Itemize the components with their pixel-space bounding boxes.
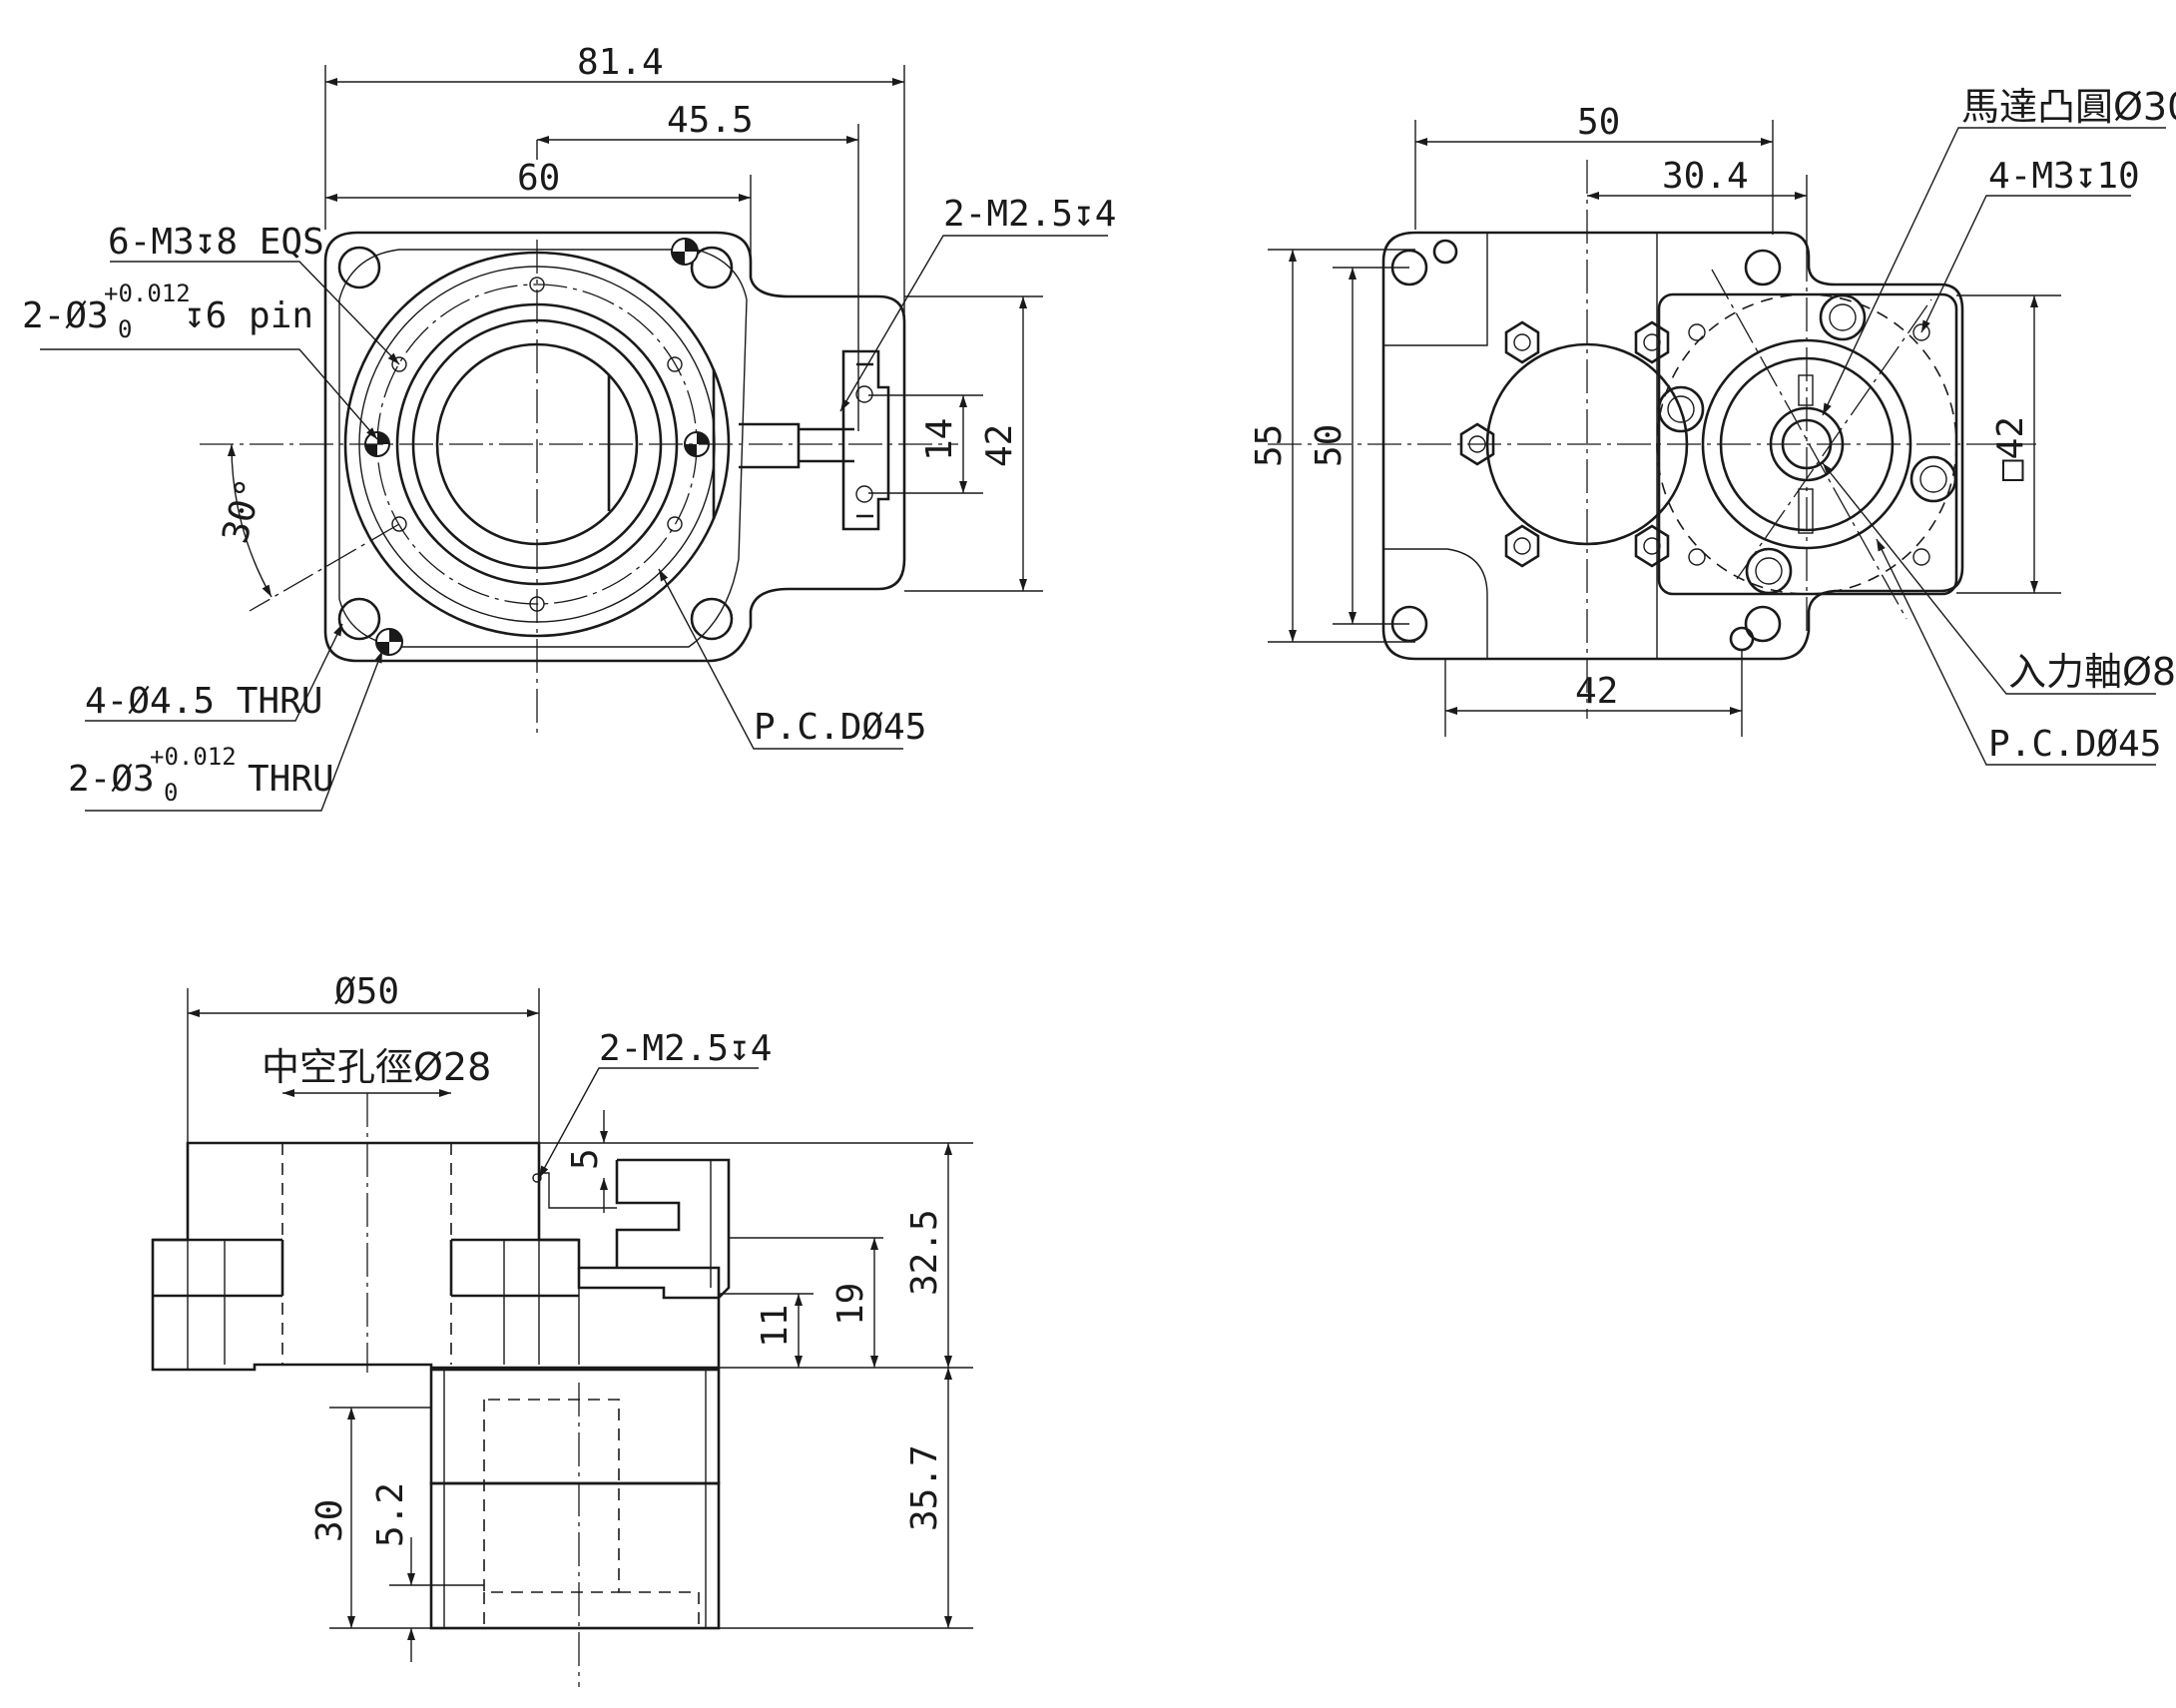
side-dia50-label: Ø50: [334, 971, 399, 1012]
pin-tol-lower: 0: [118, 315, 132, 343]
angle-30-line: [249, 523, 400, 612]
pin-thru-tol-upper: +0.012: [150, 743, 237, 771]
side-view: Ø50 中空孔徑Ø28 2-M2.5↧4 5 32.5 19 11 35.7 3…: [151, 971, 973, 1687]
rear-dim-42-label: 42: [1575, 671, 1618, 712]
side-tap-hole-bottom: [855, 485, 873, 503]
leader-motor-spigot: [1822, 127, 2166, 416]
thru-hole-label: 4-Ø4.5 THRU: [85, 681, 322, 722]
rear-dim-50-v-label: 50: [1309, 424, 1350, 467]
pin-suffix: ↧6 pin: [184, 295, 313, 336]
leader-thru-hole: [85, 623, 343, 722]
side-motor-body-upper: [429, 1368, 721, 1485]
dim-14-label: 14: [919, 418, 960, 461]
angle-label: 30°: [215, 474, 271, 547]
input-shaft-label: 入力軸Ø8: [2008, 650, 2176, 694]
side-hollow-label: 中空孔徑Ø28: [262, 1045, 491, 1089]
rear-hole-br-small: [1729, 626, 1755, 652]
side-dim-19-label: 19: [830, 1283, 871, 1326]
rear-dim-55-label: 55: [1249, 424, 1290, 467]
side-tap-hole-top: [855, 385, 873, 403]
rear-pcd-label: P.C.DØ45: [1988, 724, 2161, 765]
pin-mark-bl: [375, 628, 403, 656]
leader-pin: [40, 348, 378, 440]
motor-tap-label: 4-M3↧10: [1988, 156, 2140, 197]
pin-thru-suffix: THRU: [248, 759, 334, 800]
rear-pocket-top: [1383, 233, 1488, 346]
side-dim-32-5-label: 32.5: [904, 1209, 945, 1296]
angle-arc: [227, 443, 272, 598]
tap-hole-2: [667, 356, 683, 372]
thru-hole-tr: [690, 246, 734, 289]
pin-thru-prefix: 2-Ø3: [68, 759, 155, 800]
thru-hole-tl: [337, 246, 381, 289]
rear-hole-br: [1744, 605, 1782, 643]
pin-thru-callout: 2-Ø3 +0.012 0 THRU: [68, 743, 334, 807]
pin-tol-upper: +0.012: [104, 280, 191, 307]
rear-dim-sq42-label: □42: [1990, 416, 2031, 481]
front-housing-outline: [323, 231, 906, 663]
side-dim-35-7-label: 35.7: [904, 1444, 945, 1531]
side-tap-bracket: [539, 1172, 617, 1209]
shaft-key-bottom: [1798, 488, 1814, 534]
tap-hole-5: [391, 516, 407, 532]
front-inner-outline: [338, 249, 748, 648]
thru-hole-br: [690, 597, 734, 641]
rear-diag-2: [1736, 298, 1932, 580]
leader-motor-tap: [1920, 195, 2131, 333]
leader-side-tap: [839, 235, 1108, 412]
side-dim-30-label: 30: [309, 1499, 350, 1542]
dim-81-4-label: 81.4: [577, 42, 664, 83]
leader-pcd: [658, 568, 903, 750]
tapped-bolt-label: 6-M3↧8 EQS: [108, 222, 324, 263]
front-view: 30° 81.4 45.5 60 42 14 6-M3↧8 EQS 2-Ø3 +…: [22, 42, 1116, 812]
rear-housing-outline: [1381, 231, 1964, 661]
rear-pocket-bottom: [1383, 548, 1488, 659]
side-dim-5-label: 5: [565, 1148, 606, 1170]
motor-spigot-label: 馬達凸圓Ø30: [1961, 85, 2176, 129]
side-upper-body: [151, 1141, 721, 1372]
pin-mark-tr: [671, 238, 699, 266]
hidden-shaft-pocket: [483, 1399, 620, 1593]
tap-hole-3: [667, 516, 683, 532]
pcd-label: P.C.DØ45: [754, 707, 926, 748]
dim-45-5-label: 45.5: [667, 100, 754, 141]
rear-diag-1: [1711, 269, 1907, 620]
side-motor-body-lower: [429, 1481, 721, 1630]
thru-hole-bl: [337, 597, 381, 641]
dim-60-label: 60: [517, 158, 560, 199]
side-dim-5-2-label: 5.2: [370, 1482, 411, 1547]
side-tap-mark: [532, 1173, 542, 1183]
side-tap-view-label: 2-M2.5↧4: [599, 1028, 772, 1069]
leader-rear-pcd: [1876, 538, 2156, 766]
rear-hole-tr: [1744, 249, 1782, 286]
side-clamp: [841, 349, 890, 531]
shaft-key-top: [1798, 374, 1814, 406]
pin-thru-tol-lower: 0: [164, 779, 178, 807]
side-tap-label: 2-M2.5↧4: [943, 194, 1116, 235]
rear-dim-30-4-label: 30.4: [1662, 156, 1749, 197]
dim-42-label: 42: [979, 424, 1020, 467]
rear-dim-50-label: 50: [1577, 102, 1620, 143]
side-motor-adapter: [577, 1158, 731, 1300]
leader-pin-thru: [85, 650, 383, 812]
side-bracket: [739, 422, 854, 469]
rear-hole-tl-small: [1432, 239, 1458, 265]
leader-side-tap-view: [538, 1067, 759, 1179]
rear-view: 50 30.4 55 50 □42 42 馬達凸圓Ø30 4-M3↧10 入力軸…: [1249, 85, 2176, 766]
leader-tapped-bolt: [110, 261, 400, 365]
motor-bolts: [1657, 293, 1957, 595]
hidden-shaft-end: [483, 1591, 700, 1628]
pin-callout: 2-Ø3 +0.012 0 ↧6 pin: [22, 280, 313, 343]
rear-hex-bolts: [1459, 320, 1670, 568]
side-dim-11-label: 11: [755, 1305, 796, 1348]
pin-prefix: 2-Ø3: [22, 295, 109, 336]
